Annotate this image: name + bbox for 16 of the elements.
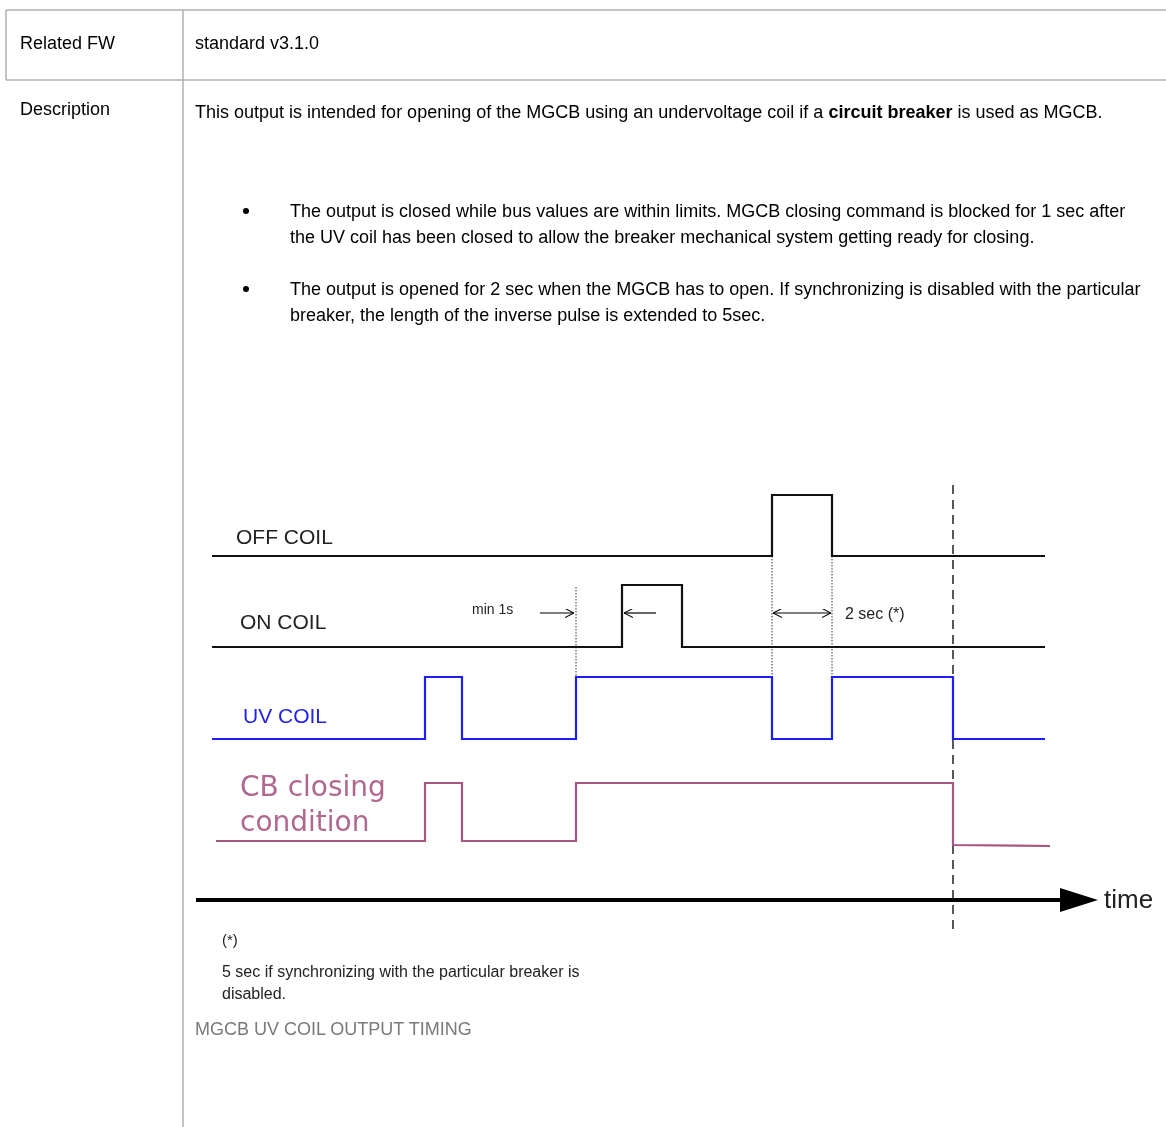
footnote-mark: (*) [222,931,239,949]
bullet-text: The output is closed while bus values are within limits. MGCB closing command is blocked for 1 sec after the UV coil has been closed to allow the breaker mechanical system getting ready for closing. [290,200,1127,249]
dimension-label: 2 sec (*) [845,604,906,623]
signal-label: ON COIL [240,609,328,634]
signal-label: CB closing condition [240,769,387,839]
dimension-label: min 1s [472,601,515,618]
signal-label: OFF COIL [236,524,334,549]
axis-label: time [1104,884,1155,915]
description-paragraph: This output is intended for opening of the MGCB using an undervoltage coil if a circuit breaker is used as MGCB. [195,101,1104,124]
signal-label: UV COIL [243,703,329,728]
figure-caption: MGCB UV COIL OUTPUT TIMING [195,1019,473,1040]
row-header: Description [20,98,112,120]
table-cell-text: standard v3.1.0 [195,32,321,54]
row-header: Related FW [20,32,117,54]
bullet-text: The output is opened for 2 sec when the MGCB has to open. If synchronizing is disabled with the particular breaker, the length of the inverse pulse is extended to 5sec. [290,278,1142,327]
footnote-text: 5 sec if synchronizing with the particular breaker is disabled. [222,962,581,1004]
